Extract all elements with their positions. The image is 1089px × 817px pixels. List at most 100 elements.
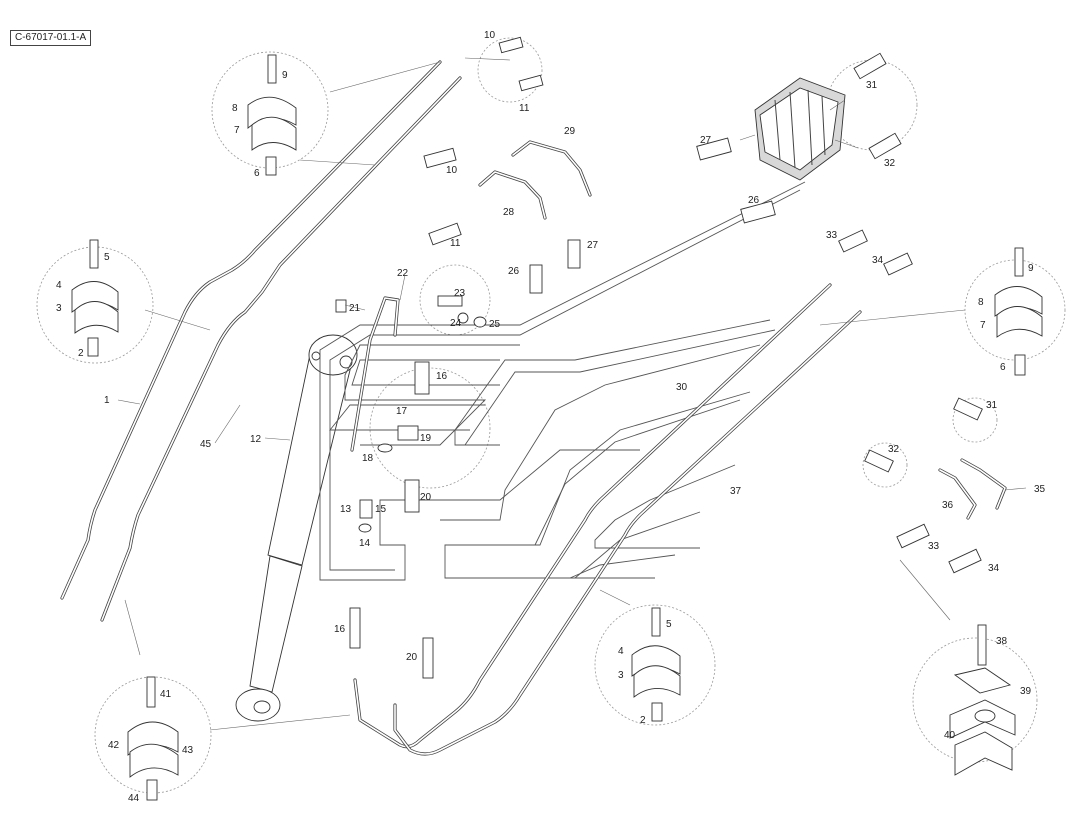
callout-15: 15 [375,504,387,515]
callout-9: 9 [1028,263,1034,274]
callout-11: 11 [519,103,530,114]
control-valve-block [754,77,846,181]
fitting-31-right [953,397,983,421]
callout-37: 37 [730,486,742,497]
detail-circle-clamp-bottom-center [594,604,716,726]
detail-circle-fitting-32 [862,442,908,488]
fitting-11-top [518,74,544,92]
callout-8: 8 [978,297,984,308]
callout-8: 8 [232,103,238,114]
pipe-37 [393,310,862,756]
callout-20: 20 [406,652,418,663]
callout-6: 6 [1000,362,1006,373]
clamp-assembly-bottom-left [127,676,179,801]
fitting-20-mid [404,479,420,513]
callout-numbers: 1 2 2 3 3 4 4 5 5 6 6 7 7 8 8 9 9 10 10 … [56,30,1046,804]
callout-4: 4 [618,646,624,657]
callout-5: 5 [104,252,110,263]
callout-44: 44 [128,793,140,804]
callout-30: 30 [676,382,688,393]
callout-34: 34 [988,563,1000,574]
fitting-25 [473,316,487,328]
callout-42: 42 [108,740,120,751]
fitting-11-mid [428,222,462,246]
fitting-16-bottom [349,607,361,649]
fitting-26-mid [529,264,543,294]
callout-11: 11 [450,238,461,249]
callout-24: 24 [450,318,462,329]
clamp-assembly-top-left [247,54,297,176]
callout-16: 16 [334,624,346,635]
detail-circle-fittings-23-25 [419,264,491,336]
callout-13: 13 [340,504,352,515]
callout-27: 27 [700,135,712,146]
fitting-19 [397,425,419,441]
fitting-33-right [896,523,930,549]
callout-17: 17 [396,406,408,417]
detail-circle-clamp-top-left [211,51,329,169]
callout-18: 18 [362,453,374,464]
callout-3: 3 [56,303,62,314]
callout-2: 2 [640,715,646,726]
callout-12: 12 [250,434,262,445]
callout-23: 23 [454,288,466,299]
callout-7: 7 [234,125,240,136]
fitting-32-right [864,449,894,473]
clamp-assembly-bottom-center [631,607,681,722]
callout-3: 3 [618,670,624,681]
callout-7: 7 [980,320,986,331]
clamp-assembly-bottom-right [949,624,1016,776]
clamp-assembly-right [994,247,1043,376]
callout-2: 2 [78,348,84,359]
callout-32: 32 [888,444,900,455]
fitting-14 [358,523,372,533]
hydraulic-cylinder-12 [235,334,358,722]
fitting-18 [377,443,393,453]
callout-27: 27 [587,240,599,251]
fitting-27-mid [567,239,581,269]
fitting-34-right [948,548,982,574]
callout-5: 5 [666,619,672,630]
pipe-1 [60,60,442,600]
callout-22: 22 [397,268,409,279]
fitting-23 [437,295,463,307]
callout-21: 21 [349,303,361,314]
hose-bundle [319,181,806,581]
detail-circle-fitting-31 [952,397,998,443]
drawing-id-label: C-67017-01.1-A [10,30,92,46]
callout-31: 31 [986,400,998,411]
callout-40: 40 [944,730,956,741]
fitting-33-top [838,229,868,253]
fitting-13 [359,499,373,519]
leader-lines [117,57,1027,731]
callout-35: 35 [1034,484,1046,495]
callout-34: 34 [872,255,884,266]
callout-41: 41 [160,689,172,700]
clamp-assembly-left [71,239,119,357]
callout-31: 31 [866,80,878,91]
callout-36: 36 [942,500,954,511]
callout-26: 26 [508,266,520,277]
fitting-21 [335,299,347,313]
pipe-22 [350,296,400,452]
fitting-20-bottom [422,637,434,679]
callout-10: 10 [446,165,458,176]
detail-circle-fittings-17-20 [369,367,491,489]
fitting-24 [457,312,469,324]
fitting-26-top [740,200,776,224]
callout-33: 33 [928,541,940,552]
callout-9: 9 [282,70,288,81]
callout-20: 20 [420,492,432,503]
fitting-34-top [883,252,913,276]
fitting-31-top [853,52,887,80]
callout-26: 26 [748,195,760,206]
callout-16: 16 [436,371,448,382]
fitting-27-top [696,137,732,161]
fitting-16-mid [414,361,430,395]
callout-33: 33 [826,230,838,241]
callout-4: 4 [56,280,62,291]
callout-32: 32 [884,158,896,169]
callout-39: 39 [1020,686,1032,697]
callout-10: 10 [484,30,496,41]
